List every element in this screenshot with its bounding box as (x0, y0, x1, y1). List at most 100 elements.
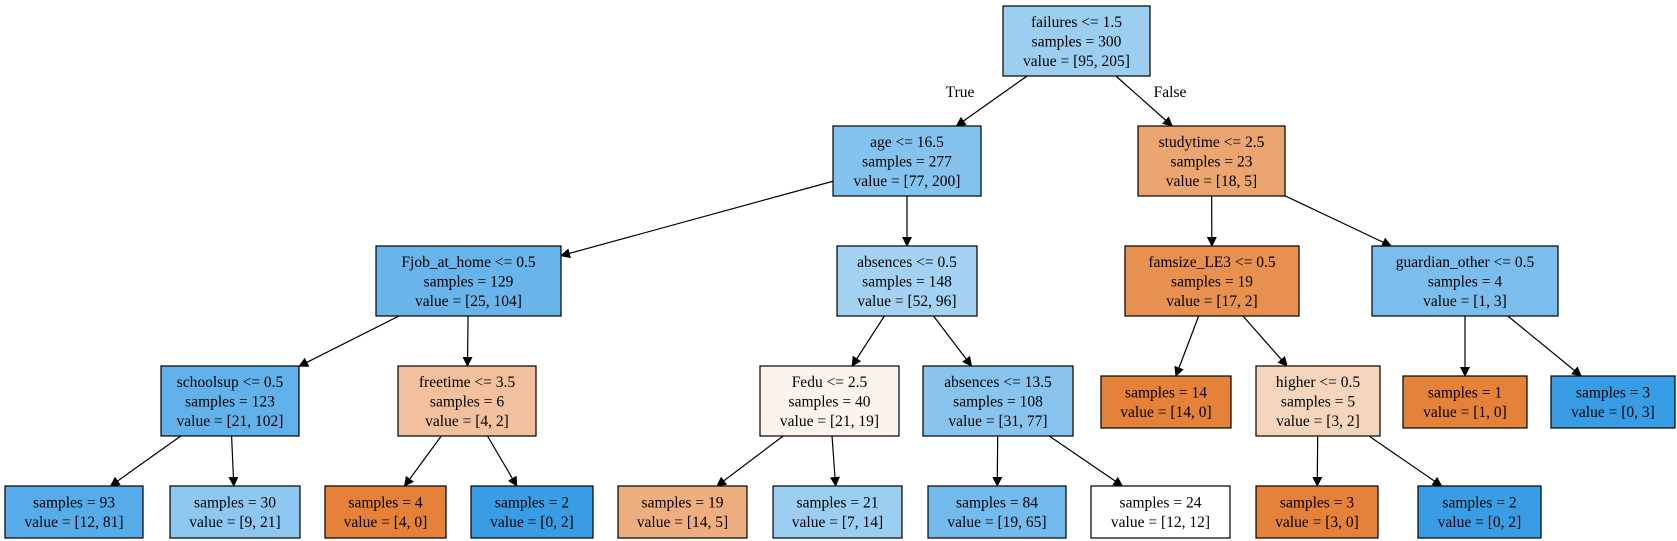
tree-node-n0: failures <= 1.5 samples = 300 value = [95,… (1002, 5, 1151, 77)
tree-node-n24: samples = 2 value = [0, 2] (1417, 485, 1542, 539)
node-line: value = [4, 2] (425, 413, 509, 430)
node-line: value = [12, 12] (1111, 514, 1210, 531)
node-box (836, 245, 978, 317)
node-line: value = [3, 2] (1276, 413, 1360, 430)
node-line: absences <= 0.5 (857, 254, 957, 271)
node-line: value = [1, 3] (1423, 293, 1507, 310)
node-line: studytime <= 2.5 (1159, 134, 1265, 151)
node-line: higher <= 0.5 (1276, 374, 1360, 391)
node-box (772, 485, 903, 539)
node-box (397, 365, 537, 437)
tree-node-n14: samples = 3 value = [0, 3] (1550, 375, 1676, 429)
node-box (832, 125, 982, 197)
node-line: value = [3, 0] (1275, 514, 1359, 531)
tree-node-n18: samples = 2 value = [0, 2] (470, 485, 594, 539)
tree-edge-n9-n20 (829, 435, 840, 487)
node-line: samples = 123 (185, 393, 275, 410)
tree-edge-n3-n8 (462, 315, 473, 367)
node-box (160, 365, 300, 437)
tree-edge-n4-n10 (933, 315, 973, 367)
node-line: samples = 6 (430, 393, 504, 410)
tree-edge-n0-n2 (1115, 75, 1173, 127)
node-line: samples = 3 (1280, 495, 1354, 512)
node-box (1402, 375, 1528, 429)
tree-edge-n8-n18 (486, 435, 518, 487)
node-line: samples = 30 (194, 495, 276, 512)
node-line: samples = 4 (1428, 273, 1502, 290)
node-line: value = [25, 104] (415, 293, 522, 310)
node-box (375, 245, 562, 317)
tree-edge-n0-n1 (955, 75, 1028, 127)
tree-edge-n7-n16 (228, 435, 239, 487)
node-box (1550, 375, 1676, 429)
tree-node-n19: samples = 19 value = [14, 5] (617, 485, 748, 539)
node-line: samples = 129 (424, 273, 514, 290)
node-line: schoolsup <= 0.5 (177, 374, 284, 391)
tree-edge-n12-n24 (1368, 435, 1443, 487)
node-line: samples = 1 (1428, 385, 1502, 402)
node-line: guardian_other <= 0.5 (1396, 254, 1535, 271)
node-line: samples = 93 (33, 495, 115, 512)
node-line: value = [14, 5] (637, 514, 728, 531)
tree-edge-n9-n19 (716, 435, 784, 487)
node-line: freetime <= 3.5 (419, 374, 515, 391)
node-line: samples = 23 (1171, 153, 1253, 170)
node-line: samples = 2 (1442, 495, 1516, 512)
tree-node-n8: freetime <= 3.5 samples = 6 value = [4, 2] (397, 365, 537, 437)
node-line: value = [52, 96] (857, 293, 956, 310)
node-line: failures <= 1.5 (1031, 14, 1122, 31)
tree-node-n6: guardian_other <= 0.5 samples = 4 value = … (1371, 245, 1559, 317)
node-box (4, 485, 144, 539)
node-box (470, 485, 594, 539)
node-box (1371, 245, 1559, 317)
edge-label-false: False (1154, 84, 1187, 101)
nodes-layer: failures <= 1.5 samples = 300 value = [95,… (4, 5, 1676, 539)
node-line: samples = 19 (1171, 273, 1253, 290)
node-line: value = [95, 205] (1023, 53, 1130, 70)
node-line: value = [31, 77] (948, 413, 1047, 430)
node-line: Fjob_at_home <= 0.5 (401, 254, 535, 271)
node-line: value = [0, 2] (490, 514, 574, 531)
node-line: samples = 3 (1576, 385, 1650, 402)
node-line: value = [21, 19] (780, 413, 879, 430)
node-line: value = [9, 21] (189, 514, 280, 531)
node-box (927, 485, 1067, 539)
tree-edge-n3-n7 (298, 315, 400, 367)
node-line: samples = 24 (1120, 495, 1202, 512)
node-line: value = [18, 5] (1166, 173, 1257, 190)
node-line: samples = 2 (495, 495, 569, 512)
node-line: samples = 19 (642, 495, 724, 512)
node-line: value = [0, 3] (1571, 404, 1655, 421)
tree-node-n23: samples = 3 value = [3, 0] (1255, 485, 1379, 539)
node-line: value = [0, 2] (1438, 514, 1522, 531)
node-line: absences <= 13.5 (944, 374, 1052, 391)
node-box (759, 365, 900, 437)
node-line: samples = 300 (1032, 33, 1122, 50)
node-line: value = [77, 200] (854, 173, 961, 190)
tree-edge-n5-n11 (1174, 315, 1200, 377)
edges-layer (109, 75, 1582, 487)
node-line: samples = 40 (789, 393, 871, 410)
node-box (617, 485, 748, 539)
node-line: samples = 148 (862, 273, 952, 290)
tree-node-n22: samples = 24 value = [12, 12] (1090, 485, 1231, 539)
node-line: Fedu <= 2.5 (792, 374, 868, 391)
tree-edge-n7-n15 (109, 435, 182, 487)
node-box (169, 485, 301, 539)
node-line: samples = 84 (956, 495, 1038, 512)
node-line: value = [17, 2] (1166, 293, 1257, 310)
node-line: value = [19, 65] (947, 514, 1046, 531)
node-line: samples = 4 (348, 495, 422, 512)
tree-edge-n4-n9 (851, 315, 885, 367)
node-line: samples = 14 (1125, 385, 1207, 402)
node-line: age <= 16.5 (870, 134, 944, 151)
node-line: value = [14, 0] (1120, 404, 1211, 421)
node-line: samples = 21 (797, 495, 879, 512)
node-box (1002, 5, 1151, 77)
tree-node-n4: absences <= 0.5 samples = 148 value = [52,… (836, 245, 978, 317)
